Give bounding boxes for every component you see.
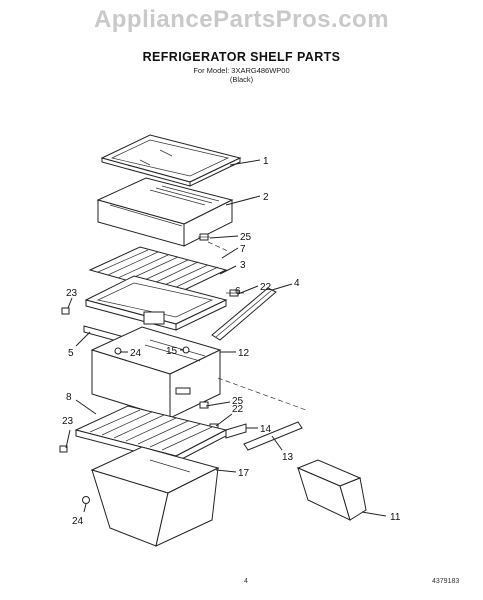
watermark: AppliancePartsPros.com	[93, 6, 390, 33]
part-3-frame	[84, 275, 228, 331]
color-line: (Black)	[229, 75, 254, 84]
callout-25: 25	[240, 232, 252, 243]
part-24-knob-upper	[114, 347, 122, 355]
callout-1: 1	[263, 156, 269, 167]
part-11-small-bin	[296, 459, 367, 521]
part-2-tray	[96, 177, 234, 247]
model-line: For Model: 3XARG486WP00	[193, 66, 290, 75]
callout-8: 8	[66, 392, 72, 403]
part-24-knob-lower	[82, 496, 90, 504]
callout-23: 23	[66, 288, 78, 299]
callout-22-lower: 22	[232, 404, 244, 415]
callout-17: 17	[238, 468, 250, 479]
part-17-crisper-bin	[90, 446, 220, 547]
page-number: 4	[244, 578, 248, 585]
part-1-glass-shelf	[100, 134, 242, 187]
callout-4: 4	[294, 278, 300, 289]
callout-14: 14	[260, 424, 272, 435]
part-4-rail	[211, 287, 277, 341]
part-23-clip-upper	[61, 307, 70, 315]
callout-24-lower: 24	[72, 516, 84, 527]
callout-11: 11	[390, 512, 401, 523]
leader-lines	[65, 159, 387, 517]
part-13-plate	[243, 421, 303, 451]
callout-12: 12	[238, 348, 250, 359]
alignment-line-2	[207, 241, 231, 253]
part-25-clip-lower	[199, 401, 209, 409]
part-14-badge	[225, 423, 247, 439]
callout-6: 6	[235, 286, 241, 297]
callout-25-lower: 25	[232, 396, 244, 407]
part-12-drawer	[90, 326, 222, 419]
callout-2: 2	[263, 192, 269, 203]
callout-7: 7	[240, 244, 246, 255]
part-23-clip-lower	[59, 445, 68, 453]
callout-3: 3	[240, 260, 246, 271]
callout-22: 22	[260, 282, 272, 293]
callout-13: 13	[282, 452, 294, 463]
callout-15: 15	[166, 346, 178, 357]
diagram-title: REFRIGERATOR SHELF PARTS	[142, 50, 341, 64]
part-25-clip-upper	[198, 233, 210, 241]
document-code: 4379183	[432, 578, 460, 585]
callout-24: 24	[130, 348, 142, 359]
callout-23-lower: 23	[62, 416, 74, 427]
callout-5: 5	[68, 348, 74, 359]
